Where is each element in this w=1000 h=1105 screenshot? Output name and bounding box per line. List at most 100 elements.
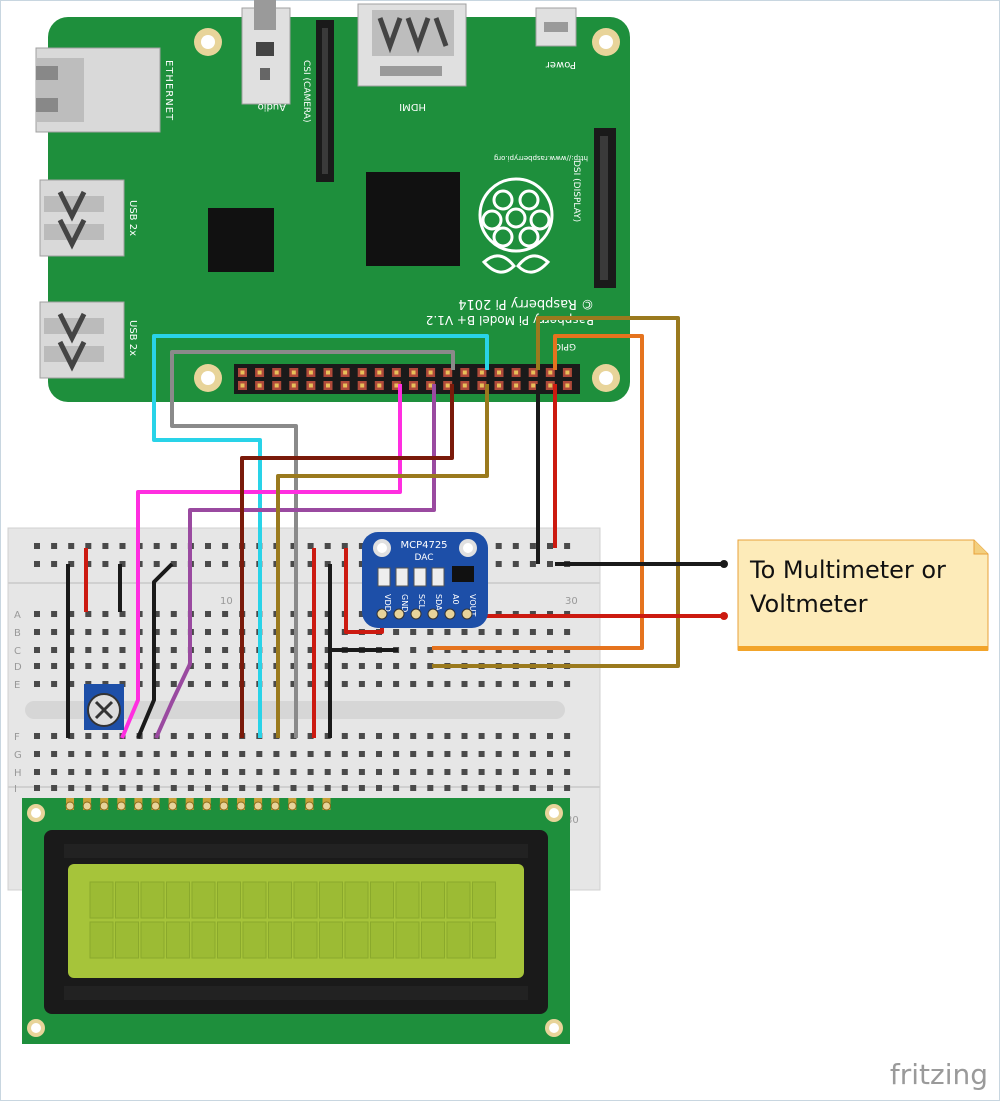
breadboard-hole <box>529 769 536 775</box>
breadboard-hole <box>307 681 314 687</box>
gpio-pin-core <box>479 383 484 388</box>
breadboard-hole <box>170 733 177 739</box>
lcd-header-pad <box>168 801 178 811</box>
breadboard-hole <box>461 769 468 775</box>
breadboard-hole <box>290 629 297 635</box>
lcd-screen <box>68 864 524 978</box>
breadboard-hole <box>170 681 177 687</box>
breadboard-hole <box>222 611 229 617</box>
lcd-character-cell <box>370 881 394 919</box>
breadboard-hole <box>427 769 434 775</box>
lcd-character-cell <box>421 881 445 919</box>
breadboard-bottom-col-label: 30 <box>566 815 579 826</box>
breadboard-hole <box>529 543 536 549</box>
breadboard-hole <box>153 561 160 567</box>
breadboard-hole <box>68 629 75 635</box>
breadboard-hole <box>85 733 92 739</box>
breadboard-hole <box>376 769 382 775</box>
lcd-character-cell <box>319 921 343 959</box>
gpio-pin-core <box>514 370 519 375</box>
breadboard-hole <box>547 561 553 567</box>
gpio-pin-core <box>274 370 279 375</box>
breadboard-hole <box>358 663 365 669</box>
pi-mounting-holes <box>194 28 620 392</box>
breadboard-hole <box>324 769 331 775</box>
breadboard-hole <box>222 681 229 687</box>
breadboard-hole <box>478 681 485 687</box>
breadboard-hole <box>34 611 40 617</box>
breadboard-hole <box>444 785 451 791</box>
breadboard-hole <box>68 769 75 775</box>
lcd-character-cell <box>344 881 369 919</box>
breadboard-hole <box>307 751 314 757</box>
wire-purple <box>154 384 436 739</box>
breadboard-hole <box>564 681 571 687</box>
breadboard-hole <box>153 611 160 617</box>
gpio-pin-core <box>462 370 467 375</box>
breadboard-hole <box>478 733 485 739</box>
lcd-character-cell <box>293 881 318 919</box>
breadboard-hole <box>478 751 485 757</box>
breadboard-hole <box>222 663 229 669</box>
breadboard-hole <box>358 733 365 739</box>
breadboard-hole <box>324 561 331 567</box>
breadboard-hole <box>410 769 417 775</box>
breadboard-hole <box>102 647 109 653</box>
gpio-pin-core <box>343 383 348 388</box>
breadboard-hole <box>68 785 75 791</box>
mcp4725-pin-pad <box>444 608 456 620</box>
breadboard-hole <box>34 663 40 669</box>
mcp4725-pin-label: SCL <box>417 594 426 610</box>
raspberry-pi-board: ETHERNET USB 2x USB 2x Audio <box>35 0 630 402</box>
breadboard-hole <box>461 785 468 791</box>
breadboard-hole <box>153 751 160 757</box>
breadboard-hole <box>51 663 58 669</box>
wire-ends <box>720 560 728 620</box>
breadboard-hole <box>119 647 126 653</box>
meter-note: To Multimeter or Voltmeter <box>737 539 989 651</box>
breadboard-hole <box>205 681 211 687</box>
breadboard-hole <box>273 751 280 757</box>
breadboard-hole <box>341 681 348 687</box>
lcd-character-cell <box>115 921 139 959</box>
wire-black-diag <box>136 562 174 739</box>
breadboard-hole <box>85 543 92 549</box>
breadboard-hole <box>512 785 519 791</box>
lcd-character-cells <box>89 881 496 959</box>
breadboard-hole <box>307 629 314 635</box>
gpio-pin-core <box>360 383 365 388</box>
breadboard-hole <box>222 769 229 775</box>
pi-copyright-label: © Raspberry Pi 2014 <box>458 296 594 311</box>
lcd-bezel-bottom-strip <box>64 986 528 1000</box>
mcp4725-smd-parts <box>377 567 445 587</box>
breadboard-hole <box>153 647 160 653</box>
usb-label-1: USB 2x <box>127 200 138 236</box>
breadboard-hole <box>529 733 536 739</box>
breadboard-hole <box>205 751 211 757</box>
breadboard-hole <box>427 733 434 739</box>
breadboard-col-label-30: 30 <box>565 596 578 607</box>
breadboard-hole <box>512 733 519 739</box>
lcd-character-cell <box>89 921 114 959</box>
lcd-character-cell <box>140 881 165 919</box>
breadboard-hole <box>102 751 109 757</box>
breadboard-hole <box>324 663 331 669</box>
breadboard-hole <box>393 733 400 739</box>
breadboard-hole <box>358 751 365 757</box>
breadboard-hole <box>222 561 229 567</box>
lcd-header-pad <box>133 801 143 811</box>
breadboard-hole <box>341 751 348 757</box>
breadboard-hole <box>34 543 40 549</box>
soc-chip <box>366 172 460 266</box>
breadboard-hole <box>393 629 400 635</box>
breadboard-hole <box>427 751 434 757</box>
gpio-pin-core <box>565 370 570 375</box>
breadboard-hole <box>170 751 177 757</box>
lcd-header-pad <box>202 801 212 811</box>
lcd-character-cell <box>166 921 190 959</box>
breadboard-hole <box>68 681 75 687</box>
usb-port-2 <box>39 301 125 379</box>
raspberry-logo-icon <box>478 177 554 274</box>
breadboard-hole <box>324 629 331 635</box>
